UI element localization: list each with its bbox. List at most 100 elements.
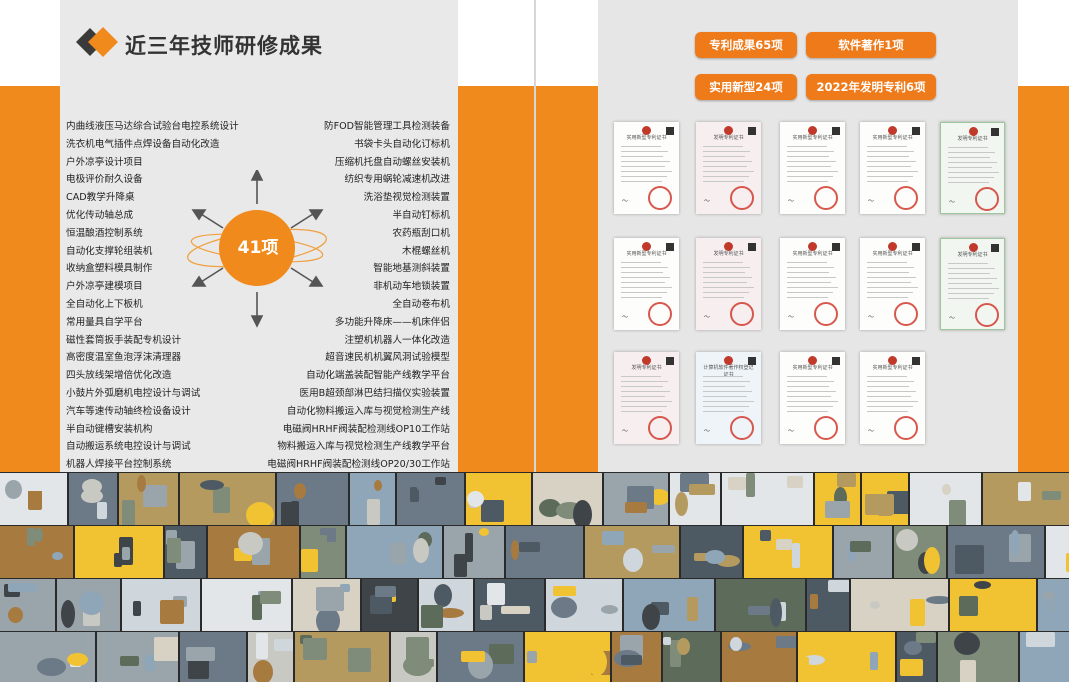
- qr-code-icon: [912, 243, 920, 251]
- certificate-title: 实用新型专利证书: [626, 251, 667, 257]
- left-project-item: 自动化支撑轮组装机: [66, 245, 153, 257]
- project-photo: [585, 526, 679, 578]
- emblem-icon: [724, 356, 733, 365]
- seal-icon: [730, 186, 754, 210]
- project-photo: [506, 526, 583, 578]
- project-photo: [0, 526, 73, 578]
- orange-band-center-left: [458, 86, 534, 472]
- project-photo: [0, 579, 55, 631]
- right-project-item: 半自动钉标机: [392, 209, 450, 221]
- certificate-thumbnail: 发明专利证书～: [940, 238, 1005, 330]
- right-project-item: 物料搬运入库与视觉检测生产线教学平台: [277, 441, 450, 453]
- seal-icon: [648, 186, 672, 210]
- right-project-item: 纺织专用蜗轮减速机改进: [344, 174, 450, 186]
- emblem-icon: [888, 356, 897, 365]
- project-photo: [722, 632, 796, 682]
- certificate-thumbnail: 实用新型专利证书～: [614, 122, 679, 214]
- project-photo: [75, 526, 163, 578]
- project-photo: [681, 526, 742, 578]
- project-photo: [0, 632, 95, 682]
- certificate-title: 实用新型专利证书: [792, 251, 833, 257]
- signature-icon: ～: [622, 198, 629, 205]
- seal-icon: [730, 416, 754, 440]
- project-photo: [438, 632, 523, 682]
- right-project-item: 注塑机机器人一体化改造: [344, 334, 450, 346]
- qr-code-icon: [912, 357, 920, 365]
- project-photo: [533, 473, 602, 525]
- project-photo: [165, 526, 206, 578]
- left-project-item: 小鼓片外弧磨机电控设计与调试: [66, 387, 201, 399]
- project-count: 41项: [237, 238, 279, 258]
- emblem-icon: [642, 356, 651, 365]
- emblem-icon: [724, 242, 733, 251]
- center-graphic: [187, 170, 327, 328]
- left-project-item: 户外凉亭建模项目: [66, 281, 143, 293]
- certificate-thumbnail: 计算机软件著作权登记证书～: [696, 352, 761, 444]
- project-photo: [1046, 526, 1069, 578]
- qr-code-icon: [832, 243, 840, 251]
- project-photo: [419, 579, 473, 631]
- orange-band-left: [0, 86, 60, 472]
- certificate-title: 发明专利证书: [713, 251, 744, 257]
- certificate-title: 发明专利证书: [957, 252, 988, 258]
- certificate-title: 实用新型专利证书: [792, 135, 833, 141]
- certificate-title: 实用新型专利证书: [872, 365, 913, 371]
- qr-code-icon: [832, 357, 840, 365]
- qr-code-icon: [832, 127, 840, 135]
- project-photo: [391, 632, 436, 682]
- right-project-item: 多功能升降床——机床伴侣: [334, 316, 450, 328]
- seal-icon: [894, 302, 918, 326]
- signature-icon: ～: [788, 428, 795, 435]
- project-photo: [670, 473, 720, 525]
- project-photo: [663, 632, 720, 682]
- emblem-icon: [642, 242, 651, 251]
- signature-icon: ～: [622, 314, 629, 321]
- qr-code-icon: [666, 357, 674, 365]
- right-project-item: 洗浴垫视觉检测装置: [363, 192, 450, 204]
- right-project-item: 自动化端盖装配智能产线教学平台: [306, 370, 450, 382]
- right-project-item: 医用B超颈部淋巴结扫描仪实验装置: [299, 387, 451, 399]
- project-photo: [815, 473, 860, 525]
- right-project-item: 非机动车地锁装置: [373, 281, 450, 293]
- right-project-item: 超音速民机机翼风洞试验模型: [325, 352, 450, 364]
- project-photo: [119, 473, 178, 525]
- project-photo: [938, 632, 1018, 682]
- right-project-item: 全自动卷布机: [392, 298, 450, 310]
- emblem-icon: [969, 127, 978, 136]
- right-project-item: 自动化物料搬运入库与视觉检测生产线: [286, 405, 450, 417]
- certificate-title: 发明专利证书: [713, 135, 744, 141]
- seal-icon: [975, 303, 999, 327]
- left-project-item: 内曲线液压马达综合试验台电控系统设计: [66, 121, 239, 132]
- project-photo: [295, 632, 389, 682]
- right-project-item: 电磁阀HRHF阀装配检测线OP10工作站: [282, 423, 450, 435]
- project-photo: [180, 473, 275, 525]
- seal-icon: [975, 187, 999, 211]
- right-project-item: 木棍螺丝机: [402, 245, 450, 257]
- project-photo: [277, 473, 348, 525]
- emblem-icon: [808, 126, 817, 135]
- project-photo: [475, 579, 544, 631]
- seal-icon: [814, 186, 838, 210]
- certificate-thumbnail: 实用新型专利证书～: [860, 238, 925, 330]
- project-photo: [744, 526, 832, 578]
- left-project-item: 自动搬运系统电控设计与调试: [66, 441, 191, 453]
- page-spine: [534, 0, 536, 472]
- qr-code-icon: [912, 127, 920, 135]
- project-photo: [180, 632, 246, 682]
- project-photo: [716, 579, 805, 631]
- seal-icon: [814, 416, 838, 440]
- project-photo: [910, 473, 981, 525]
- right-project-item: 农药瓶刮口机: [392, 227, 450, 239]
- project-photo: [248, 632, 293, 682]
- left-project-item: 高密度温室鱼泡浮沫清理器: [66, 352, 182, 364]
- project-photo: [301, 526, 345, 578]
- signature-icon: ～: [868, 198, 875, 205]
- project-photo: [948, 526, 1044, 578]
- badge-utility-model: 实用新型24项: [695, 74, 797, 100]
- project-photo: [851, 579, 948, 631]
- certificate-title: 实用新型专利证书: [872, 251, 913, 257]
- project-photo: [350, 473, 395, 525]
- left-project-item: 优化传动轴总成: [66, 209, 134, 221]
- project-photo: [546, 579, 622, 631]
- badge-software: 软件著作1项: [806, 32, 936, 58]
